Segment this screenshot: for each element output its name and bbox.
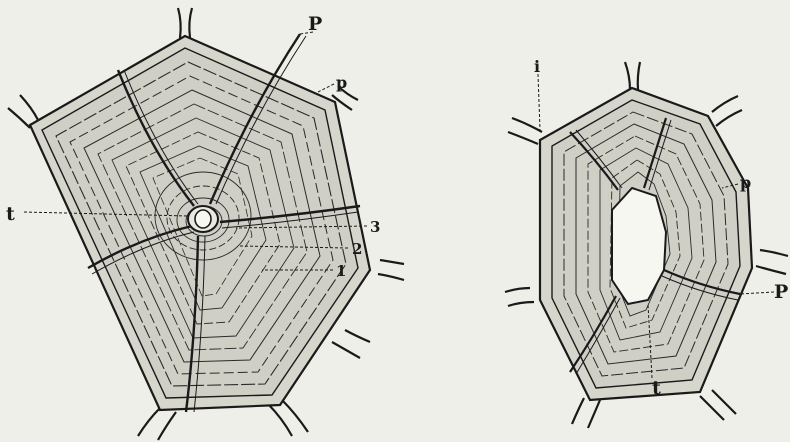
label-right-lumen-t: t xyxy=(652,377,661,399)
left-cell-lumen xyxy=(195,210,211,228)
label-left-primary-wall-p: p xyxy=(336,73,347,92)
label-left-lumen-t: t xyxy=(6,203,15,225)
label-layer-1: 1 xyxy=(336,262,346,280)
label-layer-3: 3 xyxy=(370,218,380,236)
label-right-pit-canal-P: P xyxy=(774,281,788,303)
label-left-pit-canal-P: P xyxy=(308,13,322,35)
label-right-primary-wall-p: p xyxy=(740,173,751,192)
label-right-intercellular-i: i xyxy=(534,57,540,76)
left-cell: P p t 3 2 1 xyxy=(6,8,404,440)
label-layer-2: 2 xyxy=(352,240,362,258)
right-cell: i p P t xyxy=(505,57,788,428)
